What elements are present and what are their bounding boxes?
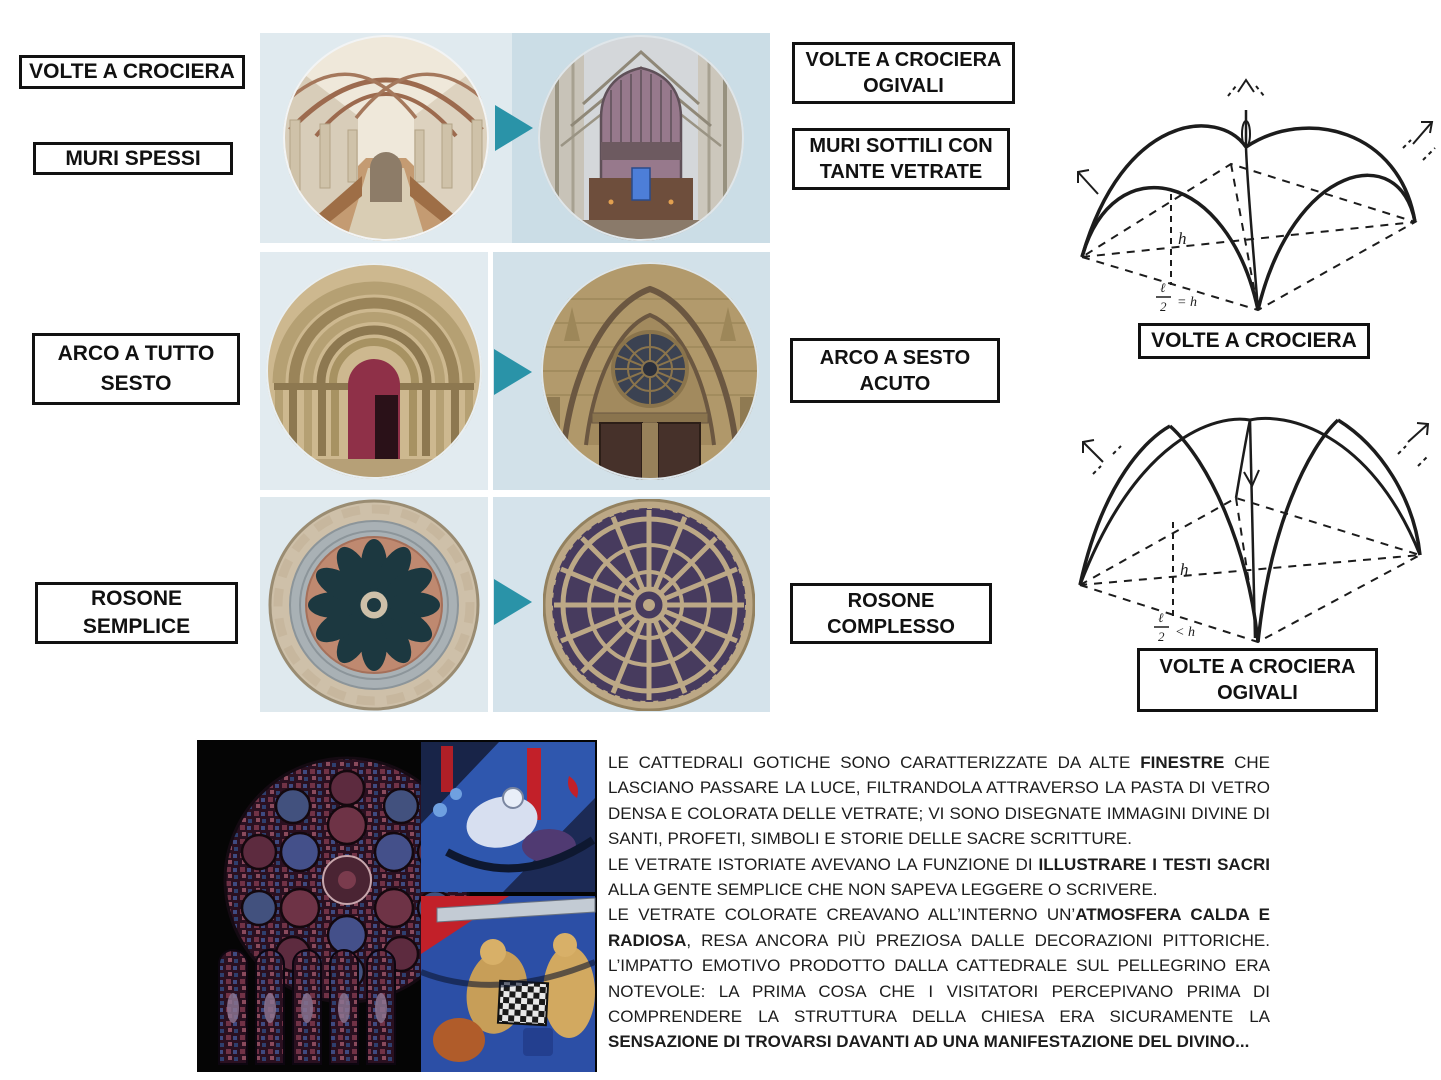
arrow-right-icon xyxy=(495,105,533,151)
comparison-row-interiors xyxy=(260,33,770,243)
diagram1-ratio-den: 2 xyxy=(1160,299,1167,314)
label-rosone-complesso: ROSONE COMPLESSO xyxy=(790,583,992,644)
diagram1-ratio-rel: = h xyxy=(1177,295,1197,310)
caption-volte-a-crociera: VOLTE A CROCIERA xyxy=(1138,323,1370,359)
article-text: LE CATTEDRALI GOTICHE SONO CARATTERIZZAT… xyxy=(608,753,1271,1052)
arrow-right-icon xyxy=(494,349,532,395)
stained-glass-detail-top xyxy=(421,742,596,892)
photo-complex-rose-window xyxy=(543,499,755,711)
photo-simple-rose-window xyxy=(268,499,480,711)
stained-glass-detail-bottom xyxy=(419,896,597,1072)
caption-volte-a-crociera-ogivali: VOLTE A CROCIERA OGIVALI xyxy=(1137,648,1378,712)
diagram1-h-label: h xyxy=(1178,229,1187,248)
label-arco-a-tutto-sesto: ARCO A TUTTO SESTO xyxy=(32,333,240,405)
diagram1-ratio-num: ℓ xyxy=(1160,280,1166,295)
photo-gothic-nave xyxy=(538,35,744,241)
arrow-right-icon xyxy=(494,579,532,625)
diagram2-ratio-num: ℓ xyxy=(1158,610,1164,625)
rose-petals xyxy=(308,539,440,671)
label-volte-a-crociera: VOLTE A CROCIERA xyxy=(19,55,245,89)
label-muri-sottili: MURI SOTTILI CON TANTE VETRATE xyxy=(792,128,1010,190)
photo-stained-glass-composite xyxy=(197,740,597,1072)
comparison-row-portals xyxy=(260,252,770,490)
label-rosone-semplice: ROSONE SEMPLICE xyxy=(35,582,238,644)
photo-pointed-arch-portal xyxy=(541,262,759,480)
comparison-row-rose-windows xyxy=(260,497,770,712)
label-arco-a-sesto-acuto: ARCO A SESTO ACUTO xyxy=(790,338,1000,403)
label-volte-a-crociera-ogivali: VOLTE A CROCIERA OGIVALI xyxy=(792,42,1015,104)
photo-romanesque-nave xyxy=(283,35,489,241)
diagram2-h-label: h xyxy=(1180,560,1189,579)
photo-round-arch-portal xyxy=(266,263,482,479)
label-muri-spessi: MURI SPESSI xyxy=(33,142,233,175)
diagram-cross-vault: h ℓ 2 = h xyxy=(1077,78,1436,314)
diagram-ogival-vault: h ℓ 2 < h xyxy=(1078,416,1430,644)
diagram2-ratio-rel: < h xyxy=(1175,625,1195,640)
diagram2-ratio-den: 2 xyxy=(1158,629,1165,644)
lancet-windows-photo xyxy=(218,949,396,1065)
